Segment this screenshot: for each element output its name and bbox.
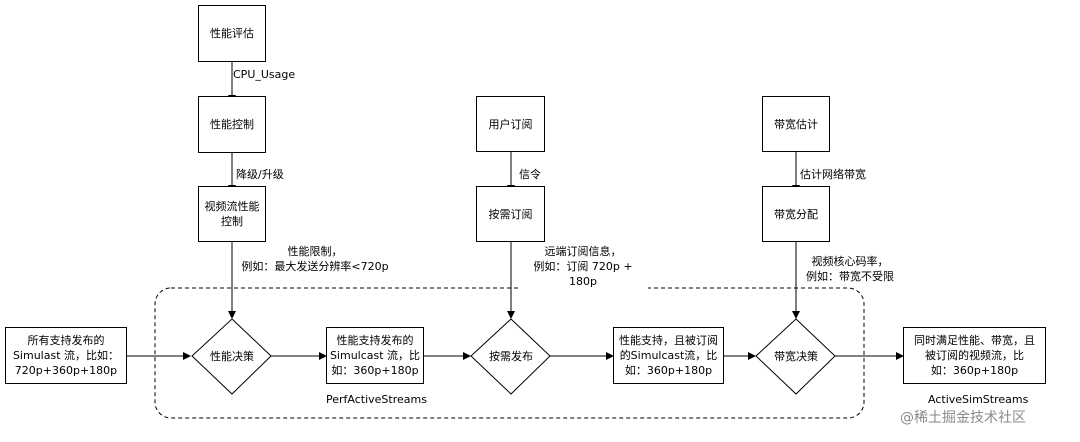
perf-decision-diamond bbox=[191, 318, 272, 395]
perf-active-streams-label: PerfActiveStreams bbox=[326, 392, 427, 407]
watermark: @稀土掘金技术社区 bbox=[900, 410, 1026, 426]
bw-alloc-box: 带宽分配 bbox=[762, 186, 830, 242]
bw-decision-diamond bbox=[755, 318, 836, 395]
active-sim-streams-label: ActiveSimStreams bbox=[928, 392, 1029, 407]
video-core-bitrate-label: 视频核心码率， 例如：带宽不受限 bbox=[800, 254, 900, 284]
degrade-upgrade-label: 降级/升级 bbox=[236, 167, 284, 182]
perf-eval-box: 性能评估 bbox=[198, 5, 266, 62]
on-demand-sub-box: 按需订阅 bbox=[476, 186, 545, 242]
streams-container-dashed bbox=[154, 287, 865, 419]
signaling-label: 信令 bbox=[519, 167, 541, 182]
perf-ctrl-box: 性能控制 bbox=[198, 96, 266, 153]
perf-decision-label: 性能决策 bbox=[210, 349, 254, 363]
bw-est-box: 带宽估计 bbox=[762, 96, 830, 152]
on-demand-pub-diamond bbox=[470, 318, 551, 395]
bw-decision-label: 带宽决策 bbox=[774, 349, 818, 363]
est-net-bw-label: 估计网络带宽 bbox=[800, 167, 866, 182]
remote-sub-info-label: 远端订阅信息， 例如：订阅 720p + 180p bbox=[518, 244, 648, 289]
cpu-usage-label: CPU_Usage bbox=[233, 67, 296, 82]
sub-streams-box: 性能支持，且被订阅 的Simulcast流，比 如：360p+180p bbox=[613, 327, 724, 384]
perf-limit-label: 性能限制， 例如：最大发送分辨率<720p bbox=[235, 244, 395, 274]
user-sub-box: 用户订阅 bbox=[476, 96, 545, 152]
final-streams-box: 同时满足性能、带宽，且 被订阅的视频流，比 如：360p+180p bbox=[903, 327, 1046, 384]
all-streams-box: 所有支持发布的 Simulast 流，比如： 720p+360p+180p bbox=[5, 327, 127, 384]
video-perf-ctrl-box: 视频流性能 控制 bbox=[198, 186, 266, 242]
perf-streams-box: 性能支持发布的 Simulcast 流，比 如：360p+180p bbox=[326, 327, 424, 384]
on-demand-pub-label: 按需发布 bbox=[489, 349, 533, 363]
